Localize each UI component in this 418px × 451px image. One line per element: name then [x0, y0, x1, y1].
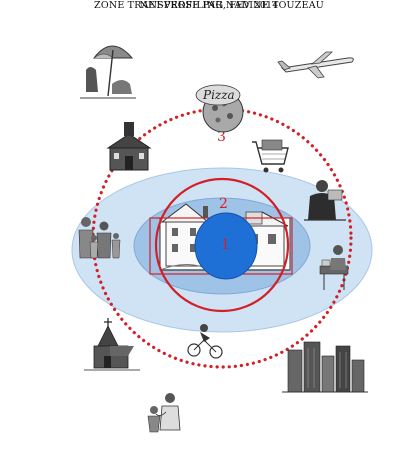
family-icon: [78, 217, 121, 259]
pizza-sign-text: Pizza: [202, 88, 235, 102]
church-icon: [84, 318, 140, 371]
doctor-patient-icon: [147, 393, 181, 433]
zone-2-circle: [154, 177, 290, 313]
office-worker-icon: [304, 180, 346, 221]
zone-3-label: 3: [217, 129, 226, 145]
zone-1-label: 1: [221, 237, 230, 253]
zone-2-label: 2: [219, 196, 228, 212]
shopping-cart-icon: [252, 139, 289, 173]
airplane-icon: [277, 51, 354, 79]
school-icon: [106, 122, 152, 171]
beach-umbrella-icon: [80, 45, 136, 99]
diagram-title-line-1: ZONE TRANSVERSE PAR NADINE TOUZEAU: [94, 0, 324, 11]
desk-person-icon: [319, 245, 349, 290]
zone-1-oval: [194, 212, 258, 280]
cyclist-icon: [187, 324, 223, 359]
city-buildings-icon: [282, 341, 368, 393]
pizza-icon: Pizza: [195, 84, 244, 133]
zone-3-dotted-circle: [91, 107, 353, 369]
diagram-title-line-2: NET-PROFILING, FEV 2014: [139, 0, 279, 11]
